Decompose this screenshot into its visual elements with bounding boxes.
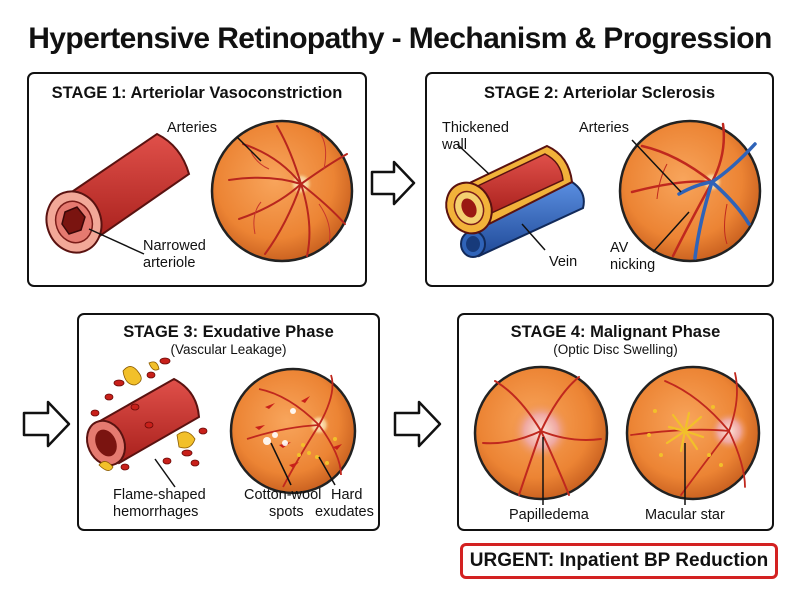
thickened-artery-tube	[445, 144, 574, 235]
label-thickened-line1: Thickened	[442, 120, 509, 136]
label-arteries-2: Arteries	[579, 120, 629, 136]
leaking-vessel	[86, 357, 208, 471]
label-vein: Vein	[549, 254, 578, 270]
label-macular-star: Macular star	[645, 507, 725, 523]
arrow-into-stage3	[22, 400, 71, 448]
arrow-stage3-to-stage4	[393, 400, 442, 448]
macular-star-retina	[625, 365, 761, 501]
label-papilledema: Papilledema	[509, 507, 589, 523]
label-flame-line2: hemorrhages	[113, 504, 199, 520]
page-title: Hypertensive Retinopathy - Mechanism & P…	[28, 22, 772, 55]
label-flame-line1: Flame-shaped	[113, 487, 206, 503]
stage-3-retina	[229, 367, 357, 495]
label-cotton-line2: spots	[269, 504, 304, 520]
stage-3-illustration	[86, 357, 357, 495]
stage-1-panel: STAGE 1: Arteriolar Vasoconstriction	[27, 72, 367, 287]
arrow-stage1-to-stage2	[370, 160, 416, 206]
narrowed-arteriole-tube	[45, 132, 191, 254]
papilledema-retina	[473, 365, 609, 501]
stage-3-subtitle: (Vascular Leakage)	[170, 342, 287, 357]
stage-3-title: STAGE 3: Exudative Phase	[123, 323, 334, 341]
stage-4-panel: STAGE 4: Malignant Phase (Optic Disc Swe…	[457, 313, 774, 531]
label-av-line2: nicking	[610, 257, 656, 273]
stage-3-panel: STAGE 3: Exudative Phase (Vascular Leaka…	[77, 313, 380, 531]
label-cotton-line1: Cotton-wool	[244, 487, 322, 503]
stage-2-title: STAGE 2: Arteriolar Sclerosis	[483, 84, 716, 102]
stage-1-title: STAGE 1: Arteriolar Vasoconstriction	[51, 84, 343, 102]
stage-4-title: STAGE 4: Malignant Phase	[510, 323, 721, 341]
label-thickened-line2: wall	[442, 137, 467, 153]
stage-2-retina	[618, 119, 762, 263]
label-hard-line2: exudates	[315, 504, 374, 520]
label-hard-line1: Hard	[331, 487, 363, 503]
stage-2-panel: STAGE 2: Arteriolar Sclerosis	[425, 72, 774, 287]
label-arteries: Arteries	[167, 120, 217, 136]
stage-4-illustration	[473, 365, 761, 505]
stage-1-retina	[210, 119, 354, 263]
label-narrowed-line1: Narrowed	[143, 238, 206, 254]
stage-2-illustration	[445, 119, 762, 263]
stage-4-subtitle: (Optic Disc Swelling)	[553, 342, 678, 357]
urgent-banner: URGENT: Inpatient BP Reduction	[460, 543, 778, 579]
stage-1-illustration	[45, 119, 354, 263]
label-narrowed-line2: arteriole	[143, 255, 196, 271]
label-av-line1: AV	[610, 240, 629, 256]
